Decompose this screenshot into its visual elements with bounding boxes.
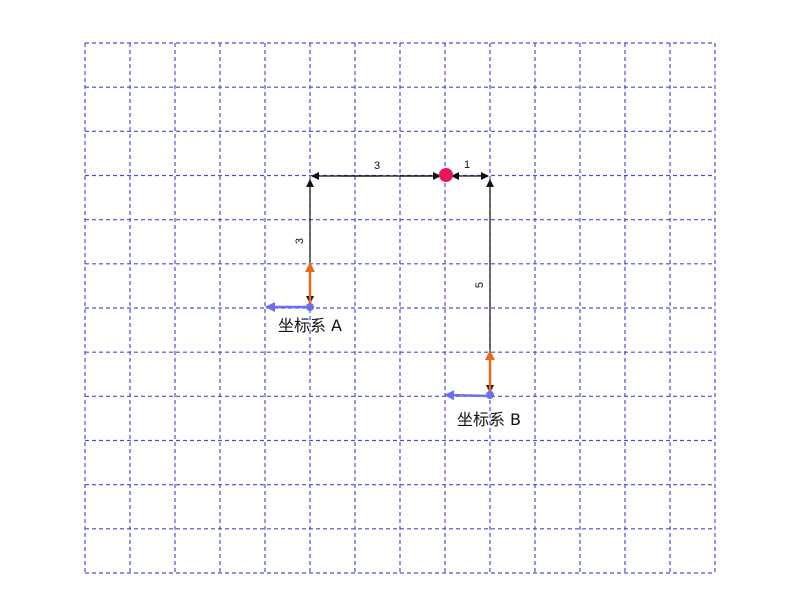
grid	[84, 42, 716, 574]
frame-a: 坐标系 A	[265, 262, 342, 335]
dimension-b-horizontal-label: 1	[464, 159, 470, 171]
dimension-b-horizontal: 1	[451, 159, 489, 180]
target-point	[439, 168, 453, 182]
dimension-b-vertical-label: 5	[474, 282, 486, 288]
dimension-a-vertical: 3	[294, 179, 314, 304]
dimension-a-horizontal: 3	[311, 160, 441, 180]
dimension-b-vertical: 5	[474, 179, 494, 393]
frame-b-label: 坐标系 B	[457, 410, 521, 429]
frame-b-origin-dot	[486, 391, 494, 399]
frame-a-origin-dot	[306, 303, 314, 311]
frame-b: 坐标系 B	[444, 350, 521, 429]
dimension-a-horizontal-label: 3	[374, 160, 380, 172]
frame-a-label: 坐标系 A	[278, 316, 342, 335]
dimension-a-vertical-label: 3	[294, 238, 306, 244]
frame-b-x-axis-arrow	[444, 390, 491, 401]
